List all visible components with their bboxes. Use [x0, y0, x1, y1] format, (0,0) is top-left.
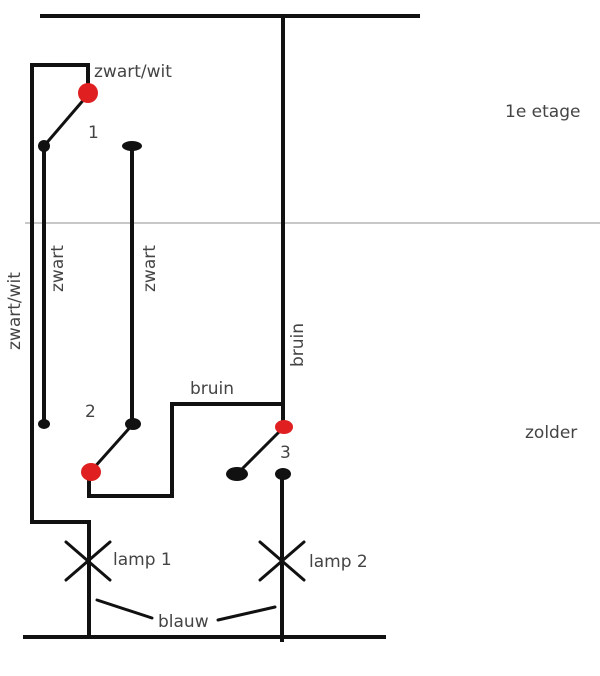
zwart-wit-wire: [30, 63, 91, 639]
wire-label-zwart-wit-top: zwart/wit: [94, 62, 172, 82]
lamp-2-symbol: [258, 540, 306, 582]
bruin-horizontal-wire: [87, 402, 285, 498]
switch-1-terminal-left: [38, 140, 50, 152]
wire-label-bruin-vertical: bruin: [288, 323, 308, 367]
floor-label-lower: zolder: [525, 423, 577, 443]
lamp-1-symbol: [64, 540, 112, 582]
switch-2-terminal-left: [38, 419, 50, 429]
lamp-label-2: lamp 2: [309, 552, 368, 572]
switch-label-1: 1: [88, 123, 99, 143]
wire-label-blauw: blauw: [158, 612, 209, 632]
wire-label-bruin-horizontal: bruin: [190, 379, 234, 399]
blauw-pointer-right: [216, 605, 277, 622]
switch-1-lever: [42, 95, 88, 148]
switch-label-3: 3: [280, 443, 291, 463]
switch-3-active-terminal: [275, 420, 293, 434]
floor-label-upper: 1e etage: [505, 102, 580, 122]
blauw-pointer-left: [95, 598, 154, 620]
switch-3-terminal-right: [275, 468, 291, 480]
wire-label-zwart-wit-left: zwart/wit: [5, 272, 25, 350]
switch-2-active-terminal: [81, 463, 101, 481]
wire-label-zwart-a: zwart: [48, 245, 68, 292]
switch-3-lever: [235, 428, 283, 476]
switch-2-lever: [90, 422, 135, 472]
switch-1-active-terminal: [78, 83, 98, 103]
switch-2-terminal-right: [125, 418, 141, 430]
lamp-label-1: lamp 1: [113, 550, 172, 570]
switch-label-2: 2: [85, 402, 96, 422]
switch-1-terminal-right: [122, 141, 142, 151]
switch-3-terminal-left: [226, 467, 248, 481]
wire-label-zwart-b: zwart: [140, 245, 160, 292]
